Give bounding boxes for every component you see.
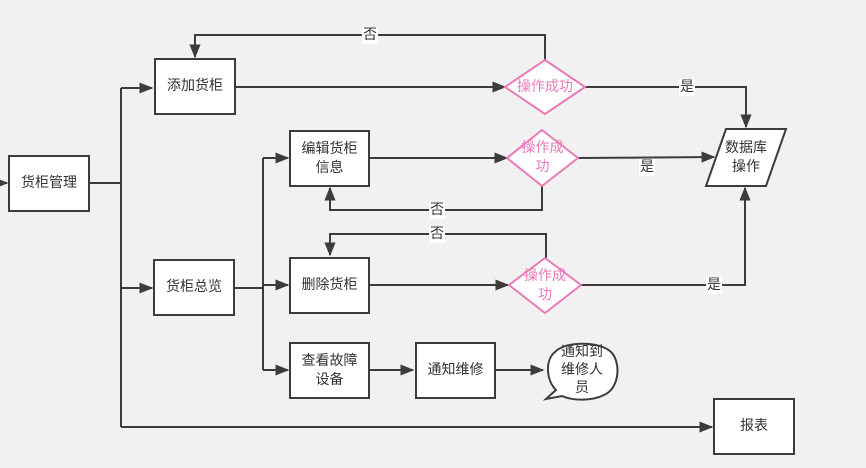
node-notify-repair-person[interactable]: 通知到 维修人 员 bbox=[561, 344, 603, 396]
callout-bubble-shape bbox=[542, 342, 619, 401]
decision-add-success-shape bbox=[503, 58, 587, 116]
edge-label-edit-yes: 是 bbox=[639, 159, 655, 176]
edge-add-yes bbox=[585, 86, 752, 129]
decision-delete-success[interactable]: 操作成 功 bbox=[524, 267, 566, 303]
edge-label-add-no: 否 bbox=[362, 27, 378, 44]
edge-label-add-yes: 是 bbox=[679, 79, 695, 96]
node-add-cabinet[interactable]: 添加货柜 bbox=[154, 58, 236, 115]
node-cabinet-overview[interactable]: 货柜总览 bbox=[153, 259, 235, 316]
node-notify-repair[interactable]: 通知维修 bbox=[415, 342, 496, 399]
edge-label-edit-no: 否 bbox=[429, 202, 445, 219]
decision-add-success[interactable]: 操作成功 bbox=[517, 78, 573, 95]
node-delete-cabinet[interactable]: 删除货柜 bbox=[289, 257, 370, 314]
decision-edit-success-shape bbox=[505, 128, 580, 188]
edge-edit-yes bbox=[577, 151, 716, 163]
edge-delete-yes bbox=[581, 186, 751, 286]
edge-label-delete-no: 否 bbox=[429, 226, 445, 243]
node-database-operation[interactable]: 数据库 操作 bbox=[725, 139, 767, 175]
node-cabinet-management[interactable]: 货柜管理 bbox=[8, 155, 90, 212]
node-view-faulty-device[interactable]: 查看故障 设备 bbox=[289, 342, 370, 399]
node-report[interactable]: 报表 bbox=[713, 398, 795, 455]
node-edit-cabinet-info[interactable]: 编辑货柜 信息 bbox=[289, 130, 370, 187]
database-operation-shape bbox=[704, 128, 788, 187]
edge-label-delete-yes: 是 bbox=[706, 277, 722, 294]
decision-delete-success-shape bbox=[507, 256, 583, 315]
decision-edit-success[interactable]: 操作成 功 bbox=[521, 140, 564, 175]
